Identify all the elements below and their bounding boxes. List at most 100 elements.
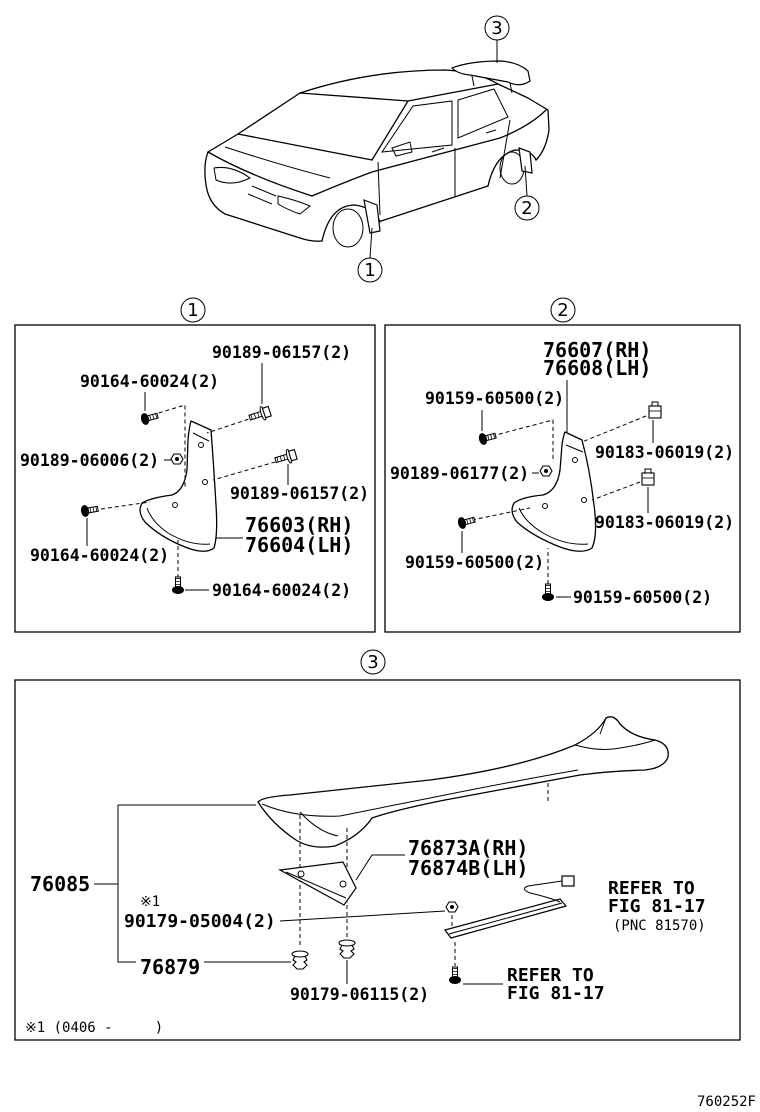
screw-icon [477, 429, 498, 447]
car-windshield [237, 92, 409, 161]
label-screw-upper: 90164-60024(2) [80, 372, 219, 391]
spoiler-tip-edge [599, 717, 607, 735]
assembly-line [93, 501, 151, 511]
car-spoiler-legs [471, 75, 513, 94]
car-front-bumper [204, 151, 323, 242]
leader-bracket-spoiler [94, 804, 256, 963]
section-2-rear-mudguard: 2 76607(RH) 76608(LH) 90159-60500(2) 901… [384, 297, 741, 633]
label-clip-lower: 90183-06019(2) [595, 513, 734, 532]
leader-line [355, 854, 405, 881]
spoiler-end-cap [574, 739, 656, 750]
label-screw-lower-left: 90164-60024(2) [30, 546, 169, 565]
callout-rear-mudguard: 2 [521, 198, 532, 219]
screw-icon [448, 966, 462, 985]
spoiler-bracket-hole [339, 880, 347, 888]
spoiler-outline [257, 716, 669, 848]
label-clip: 76879 [140, 955, 200, 979]
rear-mudguard-hole [542, 503, 548, 509]
car-front-wheel [332, 208, 364, 248]
footnote: ※1 (0406 - ) [25, 1020, 163, 1036]
screw-icon [79, 502, 100, 519]
assembly-line [591, 481, 641, 501]
section-3-rear-spoiler: 3 76873A(RH) 76874B(LH) 76085 RE [14, 649, 741, 1041]
section-2-frame [384, 324, 741, 633]
car-near-headlight [277, 195, 311, 215]
section-2-callout: 2 [557, 300, 568, 321]
car-hood-crease [224, 146, 331, 179]
callout-front-mudguard: 1 [364, 260, 375, 281]
car-cowl [207, 133, 373, 161]
front-mudguard-flange [146, 507, 211, 545]
car-rear-window [457, 88, 509, 139]
label-lamp-ref-line2: FIG 81-17 [608, 896, 706, 917]
nut-icon [445, 901, 459, 913]
car-front-window [380, 100, 453, 153]
label-bolt-lower: 90189-06157(2) [230, 484, 369, 503]
stop-lamp-lens [448, 902, 563, 935]
label-spoiler: 76085 [30, 872, 90, 896]
label-bolt-ref-line1: REFER TO [507, 965, 594, 986]
rear-mudguard-hole [572, 457, 578, 463]
section-1-callout: 1 [187, 300, 198, 321]
car-grille [247, 185, 277, 205]
car-overview: 3 2 1 [204, 15, 550, 283]
assembly-line [581, 415, 647, 443]
label-nut: 90179-05004(2) [124, 911, 276, 932]
section-3-callout-circle [360, 649, 386, 675]
flange-bolt-icon [273, 447, 299, 468]
car-front-mudguard [363, 199, 381, 234]
section-1-callout-circle [180, 297, 206, 323]
leader-callout-1 [369, 227, 373, 259]
leader-callout-2 [524, 165, 528, 197]
spoiler-bracket-fold [285, 871, 347, 899]
label-bolt-ref-line2: FIG 81-17 [507, 983, 605, 1004]
section-1-front-mudguard: 1 90189-06157(2) 90164-60024(2) 90189-06… [14, 297, 376, 633]
front-mudguard-hole [202, 479, 208, 485]
label-clip-small: 90179-06115(2) [290, 985, 429, 1004]
label-note-mark: ※1 [140, 894, 160, 910]
car-hood-front-edge [207, 151, 313, 197]
section-2-callout-circle [550, 297, 576, 323]
label-screw-lower-left: 90159-60500(2) [405, 553, 544, 572]
clip-icon [648, 401, 662, 419]
figure-code: 760252F [697, 1094, 756, 1110]
front-mudguard-hole [198, 442, 204, 448]
car-door-lines [377, 119, 511, 216]
label-screw-bottom: 90164-60024(2) [212, 581, 351, 600]
label-mudguard-rh: 76603(RH) [245, 513, 353, 537]
section-3-frame [14, 679, 741, 1041]
spoiler-bracket-hole [297, 870, 305, 878]
spoiler-underside [299, 811, 339, 837]
screw-icon [171, 576, 185, 595]
callout-circle-1 [357, 257, 383, 283]
label-bracket-lh: 76874B(LH) [408, 856, 528, 880]
car-trunk [497, 83, 549, 111]
car-mirror [391, 141, 413, 157]
car-sill [377, 185, 489, 223]
flange-bolt-icon [247, 403, 273, 425]
assembly-line [212, 459, 283, 481]
label-screw-upper: 90159-60500(2) [425, 389, 564, 408]
label-screw-bottom: 90159-60500(2) [573, 588, 712, 607]
label-nut: 90189-06006(2) [20, 451, 159, 470]
rear-mudguard-tab [565, 444, 584, 453]
car-rear-spoiler [450, 60, 531, 86]
label-nut: 90189-06177(2) [390, 464, 529, 483]
spoiler-surface-edge [261, 769, 579, 817]
clip-icon [641, 468, 655, 486]
rear-mudguard-flange [518, 507, 589, 545]
label-bolt-upper: 90189-06157(2) [212, 343, 351, 362]
car-headlight [213, 167, 251, 184]
push-clip-icon [338, 939, 356, 959]
front-mudguard-tab [192, 432, 210, 442]
section-3-callout: 3 [367, 652, 378, 673]
rear-mudguard-hole [581, 497, 587, 503]
front-mudguard-outline [139, 420, 218, 552]
assembly-line [491, 419, 554, 462]
screw-icon [541, 583, 555, 602]
screw-icon [456, 513, 477, 531]
car-fender-line [311, 109, 547, 197]
section-1-frame [14, 324, 376, 633]
label-mudguard-lh: 76608(LH) [543, 356, 651, 380]
